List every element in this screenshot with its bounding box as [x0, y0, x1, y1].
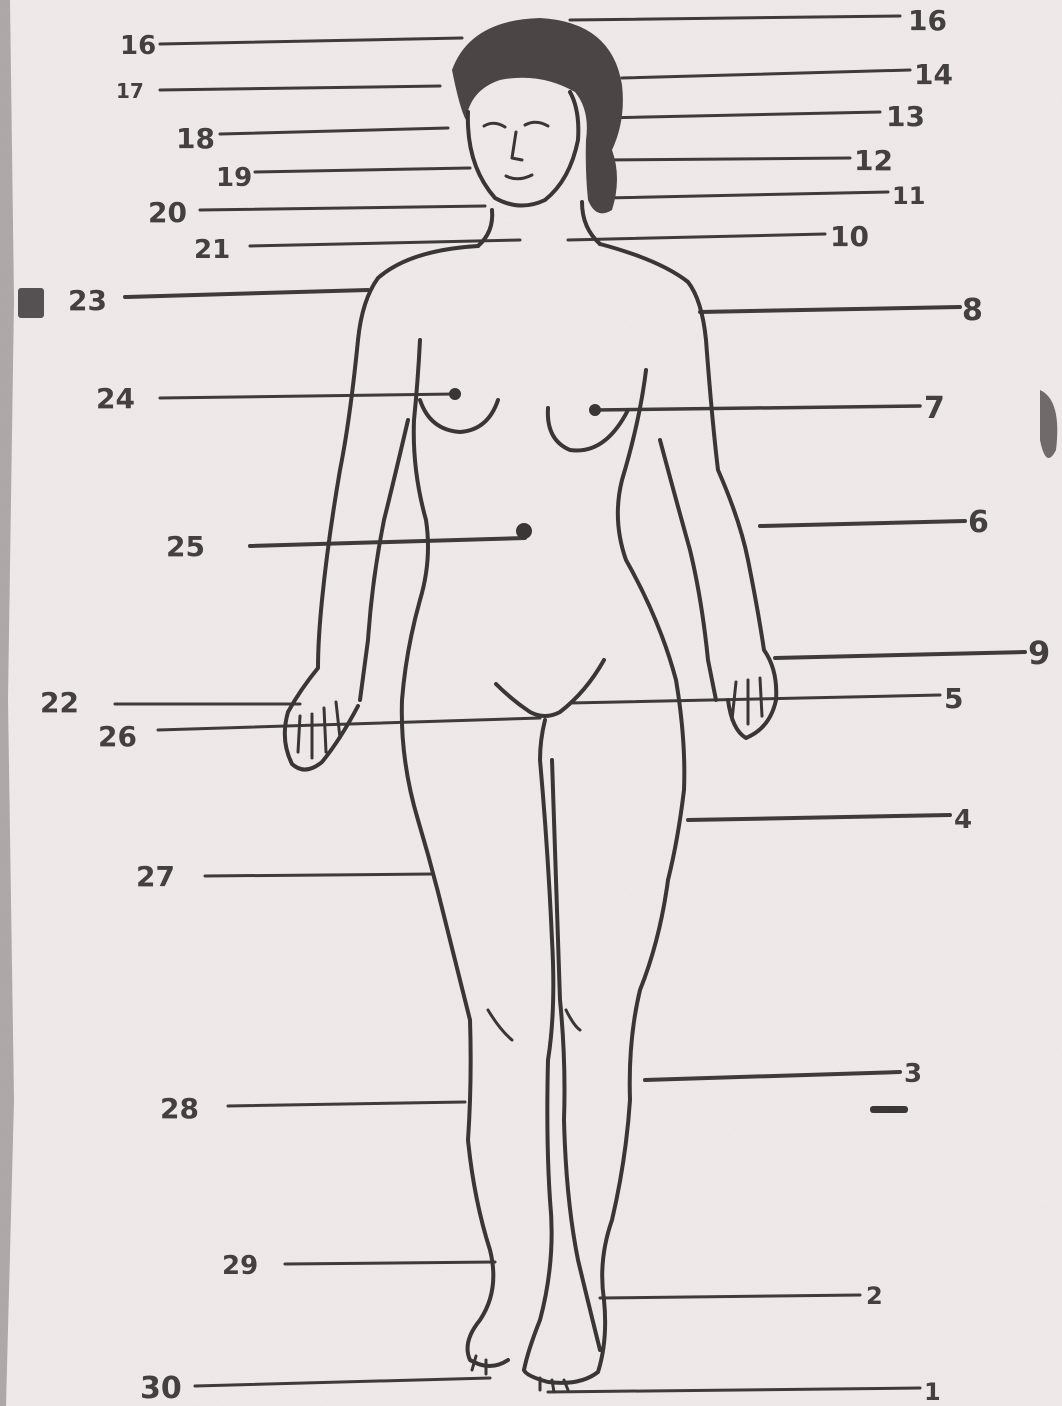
label-right-6: 6 — [968, 505, 989, 540]
label-left-17: 17 — [116, 79, 144, 103]
leader-right-12 — [598, 158, 850, 160]
marker-23-block — [18, 288, 44, 318]
label-left-30: 30 — [140, 1371, 182, 1406]
label-left-19: 19 — [216, 163, 252, 193]
label-left-16: 16 — [120, 31, 156, 61]
label-right-11: 11 — [892, 182, 925, 210]
navel — [518, 525, 530, 537]
leader-left-29 — [285, 1262, 495, 1264]
leader-left-27 — [205, 874, 432, 876]
label-right-4: 4 — [954, 805, 972, 835]
label-left-24: 24 — [96, 382, 135, 415]
label-right-9: 9 — [1028, 634, 1050, 672]
label-right-7: 7 — [924, 391, 945, 426]
nipple-right — [591, 406, 599, 414]
label-left-22: 22 — [40, 686, 79, 719]
label-left-21: 21 — [194, 235, 230, 265]
label-right-12: 12 — [854, 144, 893, 177]
label-left-25: 25 — [166, 530, 205, 563]
label-right-2: 2 — [866, 1282, 883, 1310]
label-left-29: 29 — [222, 1251, 258, 1281]
label-right-10: 10 — [830, 220, 869, 253]
label-left-26: 26 — [98, 720, 137, 753]
label-left-27: 27 — [136, 860, 175, 893]
label-right-14: 14 — [914, 58, 953, 91]
label-right-16: 16 — [908, 4, 947, 37]
label-right-3: 3 — [904, 1059, 922, 1089]
label-right-5: 5 — [944, 682, 963, 715]
nipple-left — [451, 390, 459, 398]
label-right-1: 1 — [924, 1378, 941, 1406]
stray-dash — [870, 1106, 908, 1113]
label-left-18: 18 — [176, 122, 215, 155]
label-left-23: 23 — [68, 284, 107, 317]
label-right-8: 8 — [962, 293, 983, 328]
label-left-28: 28 — [160, 1092, 199, 1125]
label-left-20: 20 — [148, 196, 187, 229]
label-right-13: 13 — [886, 100, 925, 133]
